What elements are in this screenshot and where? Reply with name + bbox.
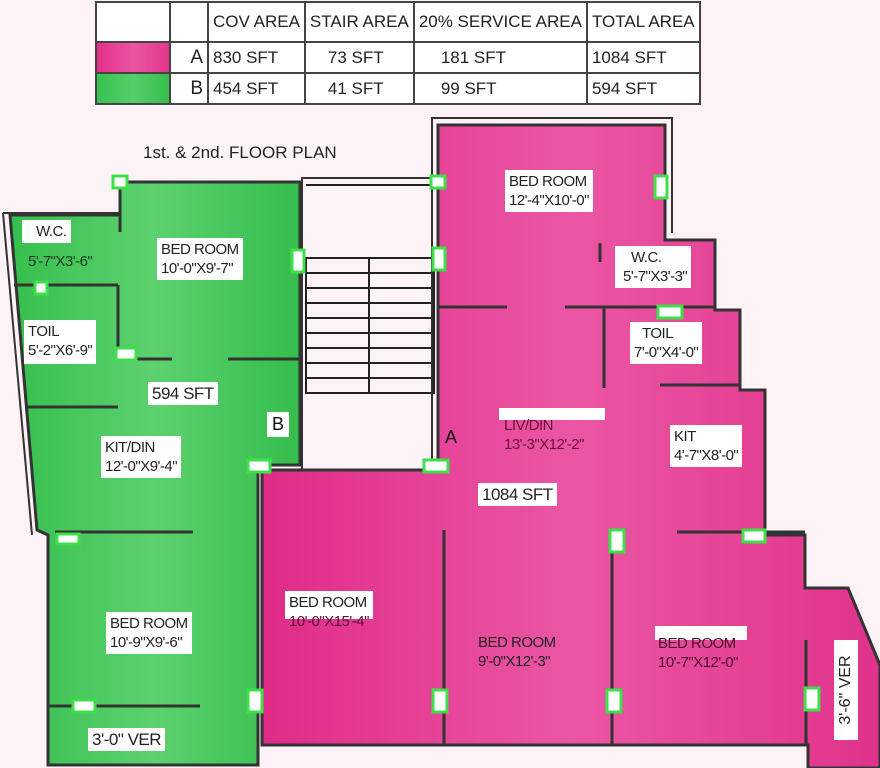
room-name: BED ROOM	[110, 615, 188, 632]
unit-a-color-swatch	[95, 41, 171, 74]
stair	[301, 177, 439, 471]
legend-header-cov-area: COV AREA	[207, 1, 306, 43]
room-label-a-toil: TOIL 7'-0"X4'-0"	[630, 322, 703, 364]
unit-b-stair-area: 41 SFT	[303, 72, 415, 105]
room-label-a-wc: W.C. 5'-7"X3'-3"	[615, 246, 692, 288]
room-size: 5'-7"X3'-3"	[623, 268, 688, 285]
room-name: BED ROOM	[509, 173, 587, 190]
legend-header-key	[169, 1, 209, 43]
room-label-a-livdin: LIV/DIN 13'-3"X12'-2"	[500, 414, 588, 456]
room-label-b-toil: TOIL 5'-2"X6'-9"	[24, 320, 97, 364]
room-size: 10'-9"X9'-6"	[110, 634, 183, 651]
unit-a-service-area: 181 SFT	[412, 41, 588, 74]
area-legend-table: COV AREA STAIR AREA 20% SERVICE AREA TOT…	[95, 1, 701, 105]
label-backdrop	[499, 408, 605, 420]
room-name: BED ROOM	[289, 594, 367, 611]
room-label-a-bedroom-4: BED ROOM 10'-7"X12'-0"	[654, 632, 742, 674]
unit-a-veranda-label: 3'-6" VER	[834, 640, 858, 740]
room-label-b-bedroom-2: BED ROOM 10'-9"X9'-6"	[106, 612, 192, 654]
unit-a-stair-area: 73 SFT	[303, 41, 415, 74]
label-backdrop	[655, 626, 747, 640]
room-label-a-bedroom-1: BED ROOM 12'-4"X10'-0"	[505, 170, 593, 212]
room-name: KIT/DIN	[105, 439, 155, 456]
room-size-b-wc: 5'-7"X3'-6"	[28, 253, 93, 270]
legend-header-service-area: 20% SERVICE AREA	[412, 1, 588, 43]
unit-b-letter: B	[267, 412, 290, 437]
unit-b-color-swatch	[95, 72, 171, 105]
unit-b-service-area: 99 SFT	[412, 72, 588, 105]
unit-a-cov-area: 830 SFT	[207, 41, 306, 74]
room-name: BED ROOM	[658, 635, 736, 652]
room-label-b-bedroom-1: BED ROOM 10'-0"X9'-7"	[157, 238, 243, 280]
legend-row-a: A 830 SFT 73 SFT 181 SFT 1084 SFT	[95, 41, 701, 74]
room-label-b-kitdin: KIT/DIN 12'-0"X9'-4"	[101, 436, 182, 478]
room-size: 13'-3"X12'-2"	[504, 436, 584, 453]
unit-b-cov-area: 454 SFT	[207, 72, 306, 105]
room-name: BED ROOM	[161, 241, 239, 258]
room-name: TOIL	[28, 323, 60, 340]
unit-a-area-label: 1084 SFT	[478, 483, 557, 506]
unit-a-key: A	[169, 41, 209, 74]
unit-b-veranda-label: 3'-0" VER	[88, 728, 166, 751]
room-name: BED ROOM	[478, 634, 556, 651]
room-size: 10'-0"X9'-7"	[161, 260, 234, 277]
room-size: 10'-0"X15'-4"	[289, 613, 369, 630]
room-size: 7'-0"X4'-0"	[634, 344, 699, 361]
room-name: W.C.	[631, 249, 662, 266]
unit-a-area	[260, 117, 880, 768]
unit-a-letter: A	[445, 427, 458, 447]
legend-header-stair-area: STAIR AREA	[303, 1, 415, 43]
room-label-a-kit: KIT 4'-7"X8'-0"	[670, 425, 743, 467]
legend-row-b: B 454 SFT 41 SFT 99 SFT 594 SFT	[95, 72, 701, 105]
room-size: 12'-0"X9'-4"	[105, 458, 178, 475]
room-name: LIV/DIN	[504, 417, 554, 434]
unit-a-total-area: 1084 SFT	[585, 41, 701, 74]
room-label-a-bedroom-2: BED ROOM 10'-0"X15'-4"	[285, 591, 373, 630]
plan-title: 1st. & 2nd. FLOOR PLAN	[143, 143, 337, 162]
door-window-markers	[33, 174, 821, 714]
legend-header-total-area: TOTAL AREA	[585, 1, 701, 43]
unit-b-total-area: 594 SFT	[585, 72, 701, 105]
room-name: W.C.	[36, 223, 67, 240]
room-size: 12'-4"X10'-0"	[509, 192, 589, 209]
unit-b-area-label: 594 SFT	[148, 382, 218, 405]
room-label-b-wc: W.C.	[22, 220, 71, 243]
veranda-text: 3'-6" VER	[837, 655, 854, 725]
room-name: TOIL	[642, 325, 674, 342]
room-name: KIT	[674, 428, 696, 445]
room-size: 4'-7"X8'-0"	[674, 447, 739, 464]
room-size: 5'-2"X6'-9"	[28, 342, 93, 359]
unit-b-key: B	[169, 72, 209, 105]
room-label-a-bedroom-3: BED ROOM 9'-0"X12'-3"	[474, 631, 560, 673]
room-size: 10'-7"X12'-0"	[658, 654, 738, 671]
room-size: 9'-0"X12'-3"	[478, 653, 551, 670]
legend-header-blank	[95, 1, 171, 43]
